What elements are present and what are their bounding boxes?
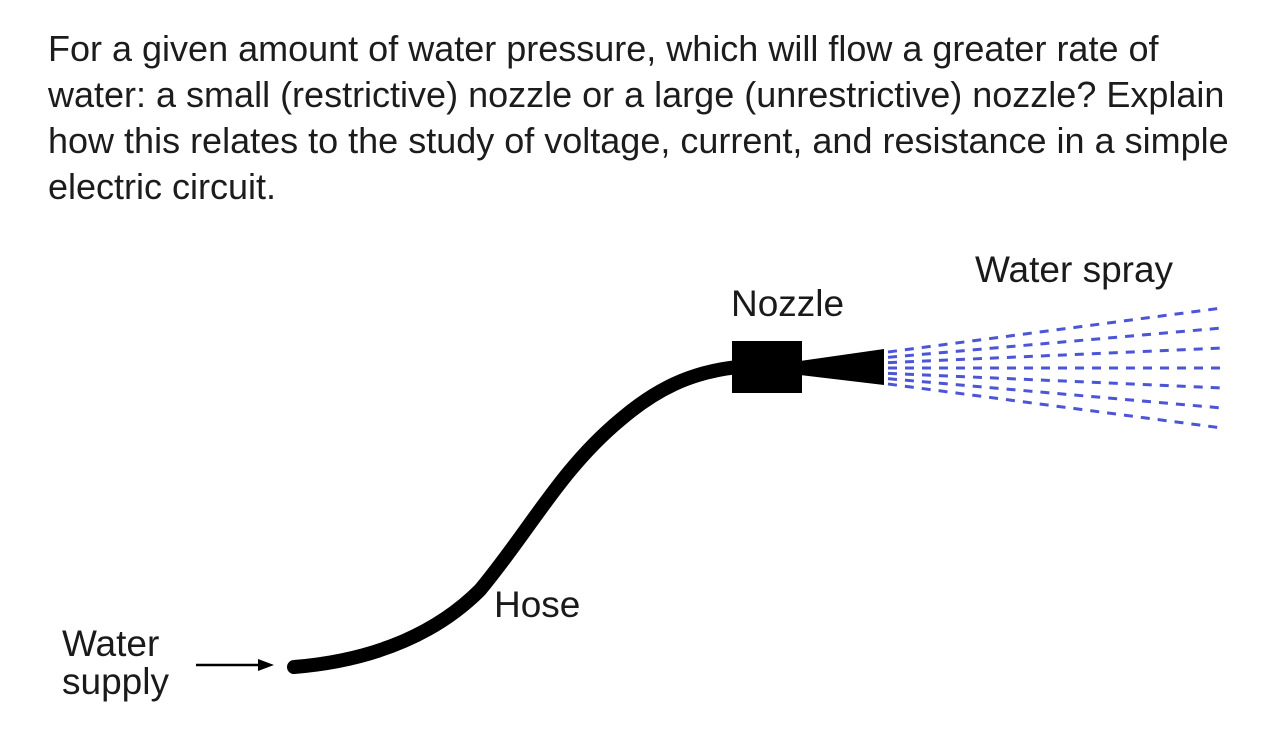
question-text: For a given amount of water pressure, wh… xyxy=(48,28,1229,207)
water-spray-label: Water spray xyxy=(975,249,1174,290)
spray-line xyxy=(887,306,1223,354)
water-supply-label-line1: Water xyxy=(62,623,159,664)
spray-line xyxy=(887,371,1223,390)
hose xyxy=(287,360,745,674)
hose-label: Hose xyxy=(494,584,580,625)
water-spray xyxy=(887,306,1223,430)
spray-line xyxy=(887,326,1223,359)
spray-line xyxy=(887,382,1223,430)
water-supply-label-line2: supply xyxy=(62,661,169,702)
nozzle xyxy=(732,341,884,393)
spray-line xyxy=(887,346,1223,365)
nozzle-label: Nozzle xyxy=(731,283,844,324)
water-supply-arrow xyxy=(196,659,274,671)
spray-line xyxy=(887,377,1223,410)
